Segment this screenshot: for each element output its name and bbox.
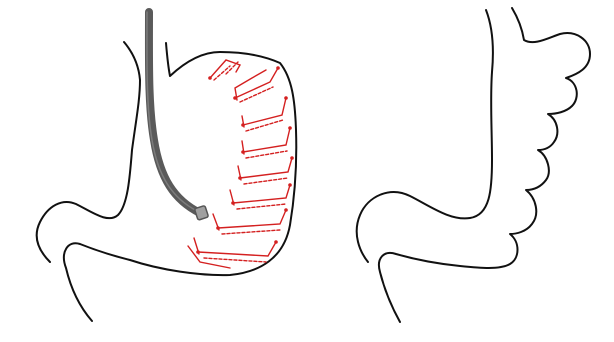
stomach-outline-plicated bbox=[357, 8, 590, 322]
endoscope-tip bbox=[194, 205, 208, 220]
suture-row-8 bbox=[188, 238, 276, 268]
suture-row-2 bbox=[235, 68, 278, 102]
suture-row-5 bbox=[238, 158, 292, 184]
endoscope bbox=[147, 12, 209, 220]
panel-before bbox=[37, 12, 297, 321]
suture-row-1 bbox=[210, 60, 240, 80]
suture-row-3 bbox=[242, 98, 286, 131]
suture-row-7 bbox=[213, 210, 286, 234]
suture-row-6 bbox=[230, 185, 290, 209]
endoscope-tube bbox=[149, 12, 200, 213]
panel-after bbox=[357, 8, 590, 322]
lesser-curvature-line bbox=[37, 42, 140, 262]
plicated-lesser-curvature bbox=[357, 10, 493, 262]
plicated-greater-curvature bbox=[379, 8, 590, 322]
suture-plications bbox=[188, 60, 294, 268]
suture-row-4 bbox=[242, 128, 290, 158]
